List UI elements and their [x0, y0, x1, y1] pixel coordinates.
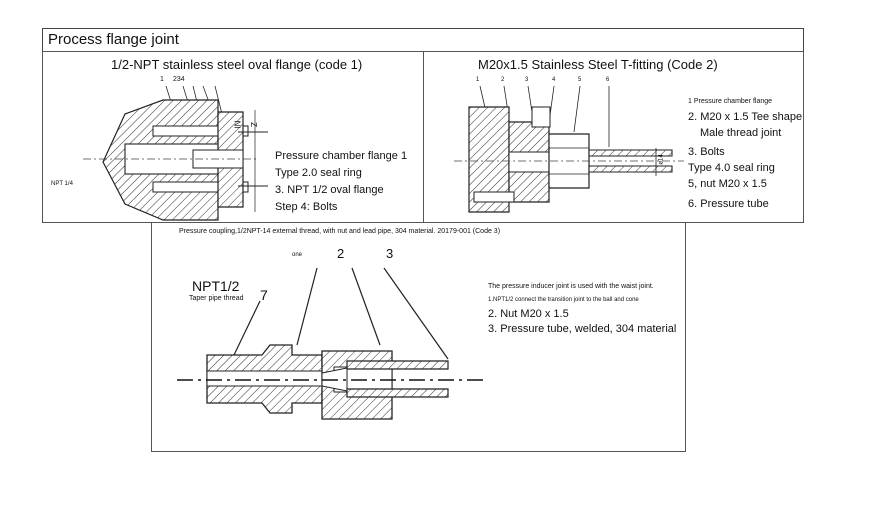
legend-line: 3. NPT 1/2 oval flange	[275, 184, 384, 196]
callout-3: 3	[525, 77, 529, 83]
legend-line: Type 2.0 seal ring	[275, 167, 362, 179]
coupling-drawing	[177, 267, 487, 420]
callout-234: 234	[173, 76, 185, 83]
legend-line: 6. Pressure tube	[688, 198, 769, 210]
legend-line: 2. M20 x 1.5 Tee shape	[688, 111, 803, 123]
oval-flange-drawing	[83, 85, 268, 221]
legend-line: Pressure chamber flange 1	[275, 150, 408, 162]
legend-line: 1.NPT1/2 connect the transition joint to…	[488, 297, 639, 303]
legend-line: Type 4.0 seal ring	[688, 162, 775, 174]
callout-6: 6	[606, 77, 610, 83]
callout-3: 3	[386, 246, 394, 261]
panel-oval-flange: 1/2-NPT stainless steel oval flange (cod…	[42, 51, 424, 223]
legend-line: 5, nut M20 x 1.5	[688, 178, 767, 190]
panel1-heading: 1/2-NPT stainless steel oval flange (cod…	[111, 57, 363, 72]
taper-label: Taper pipe thread	[189, 295, 244, 302]
panel3-caption: Pressure coupling,1/2NPT-14 external thr…	[179, 228, 501, 235]
diameter-label: ø14	[658, 154, 665, 165]
legend-line: 3. Bolts	[688, 146, 725, 158]
callout-1: 1	[160, 76, 164, 83]
panel-t-fitting: M20x1.5 Stainless Steel T-fitting (Code …	[423, 51, 804, 223]
z-mark: Z	[249, 122, 259, 128]
t-fitting-drawing	[454, 85, 684, 213]
panel2-heading: M20x1.5 Stainless Steel T-fitting (Code …	[478, 57, 718, 72]
title-bar: Process flange joint	[42, 28, 804, 52]
page-title: Process flange joint	[48, 31, 179, 48]
callout-2: 2	[501, 77, 505, 83]
panel1-legend: Pressure chamber flange 1 Type 2.0 seal …	[275, 148, 407, 216]
legend-line: The pressure inducer joint is used with …	[488, 283, 654, 290]
panel2-legend: 1 Pressure chamber flange 2. M20 x 1.5 T…	[688, 98, 802, 212]
callout-2: 2	[337, 246, 345, 261]
legend-line: Step 4: Bolts	[275, 201, 338, 213]
legend-line: 2. Nut M20 x 1.5	[488, 308, 569, 320]
callout-5: 5	[578, 77, 582, 83]
legend-line: 1 Pressure chamber flange	[688, 98, 773, 105]
side-mark: NI	[232, 120, 242, 129]
callout-one: one	[292, 252, 303, 258]
panel3-legend: The pressure inducer joint is used with …	[488, 280, 676, 337]
legend-line: Male thread joint	[700, 127, 782, 139]
panel-pressure-coupling: Pressure coupling,1/2NPT-14 external thr…	[151, 222, 686, 452]
callout-4: 4	[552, 77, 556, 83]
callout-1: 1	[476, 77, 480, 83]
legend-line: 3. Pressure tube, welded, 304 material	[488, 323, 677, 335]
npt-quarter-label: NPT 1/4	[51, 181, 73, 187]
npt-label: NPT1/2	[192, 278, 240, 294]
callout-7: 7	[260, 287, 268, 303]
